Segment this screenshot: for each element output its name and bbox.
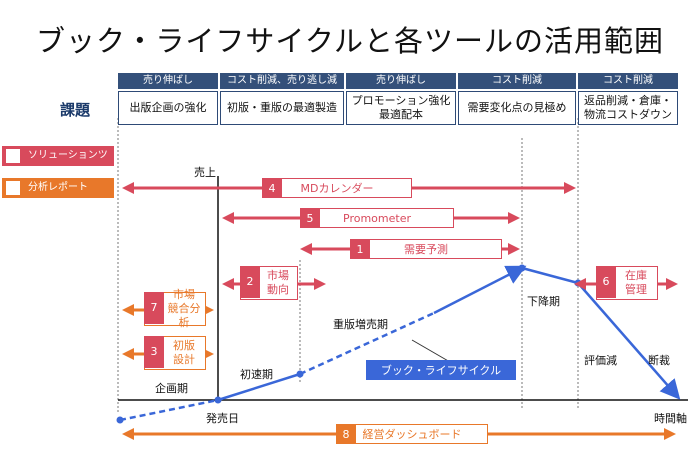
tool-demand-forecast-number: 1 bbox=[350, 239, 370, 259]
tool-demand-forecast-label: 需要予測 bbox=[404, 243, 448, 256]
issue-box-4: 需要変化点の見極め bbox=[458, 91, 576, 125]
issue-box-2: 初版・重版の最適製造 bbox=[220, 91, 344, 125]
tool-first-edition-design-number: 3 bbox=[144, 336, 164, 368]
category-header-3: 売り伸ばし bbox=[346, 73, 456, 89]
category-header-4: コスト削減 bbox=[458, 73, 576, 89]
tool-inventory-number: 6 bbox=[596, 266, 616, 298]
tool-inventory-label: 在庫 管理 bbox=[625, 269, 647, 296]
phase-evaluation: 評価減 bbox=[584, 354, 617, 367]
tool-md-calendar-label: MDカレンダー bbox=[300, 182, 374, 195]
y-axis-label: 売上 bbox=[194, 166, 216, 179]
tool-promometer: 5 Promometer bbox=[300, 208, 454, 228]
category-header-5: コスト削減 bbox=[578, 73, 678, 89]
phase-discontinue: 断裁 bbox=[648, 354, 670, 367]
tool-first-edition-design-label: 初版 設計 bbox=[173, 339, 195, 366]
phase-early: 初速期 bbox=[240, 368, 273, 381]
tool-market-trend-label: 市場 動向 bbox=[267, 269, 289, 296]
x-axis-label: 時間軸 bbox=[654, 412, 687, 425]
category-header-2: コスト削減、売り逃し減 bbox=[220, 73, 344, 89]
tool-management-dashboard: 8 経営ダッシュボード bbox=[336, 424, 488, 444]
plc-callout: ブック・ライフサイクル bbox=[366, 360, 516, 380]
legend-report-label: 分析レポート bbox=[28, 182, 88, 193]
tool-competitive-analysis-number: 7 bbox=[144, 292, 164, 324]
release-date-label: 発売日 bbox=[206, 412, 239, 425]
issue-box-1: 出版企画の強化 bbox=[118, 91, 218, 125]
issue-box-5: 返品削減・倉庫・ 物流コストダウン bbox=[578, 91, 678, 125]
plc-curve bbox=[116, 264, 681, 424]
tool-demand-forecast: 1 需要予測 bbox=[350, 239, 502, 259]
tool-management-dashboard-number: 8 bbox=[336, 424, 356, 444]
tool-management-dashboard-label: 経営ダッシュボード bbox=[362, 428, 462, 441]
issue-box-3: プロモーション強化 最適配本 bbox=[346, 91, 456, 125]
tool-competitive-analysis: 7 市場 競合分析 bbox=[144, 288, 206, 329]
legend-report-swatch bbox=[6, 181, 20, 195]
legend-solution-tool: ソリューションツール bbox=[2, 146, 114, 181]
phase-decline: 下降期 bbox=[527, 295, 560, 308]
tool-market-trend-number: 2 bbox=[240, 266, 260, 298]
tool-promometer-label: Promometer bbox=[343, 211, 411, 225]
tool-inventory: 6 在庫 管理 bbox=[596, 266, 658, 300]
issue-label: 課題 bbox=[60, 101, 91, 119]
tool-first-edition-design: 3 初版 設計 bbox=[144, 336, 206, 370]
legend-solution-swatch bbox=[6, 149, 20, 163]
legend-analysis-report: 分析レポート bbox=[2, 178, 114, 198]
tool-market-trend: 2 市場 動向 bbox=[240, 266, 298, 300]
phase-planning: 企画期 bbox=[155, 382, 188, 395]
legend-solution-label: ソリューションツール bbox=[28, 150, 108, 181]
tool-promometer-number: 5 bbox=[300, 208, 320, 228]
tool-competitive-analysis-label: 市場 競合分析 bbox=[167, 288, 201, 329]
category-header-1: 売り伸ばし bbox=[118, 73, 218, 89]
phase-reprint: 重版増売期 bbox=[333, 318, 388, 331]
page-title: ブック・ライフサイクルと各ツールの活用範囲 bbox=[36, 24, 664, 58]
tool-md-calendar-number: 4 bbox=[262, 178, 282, 198]
tool-md-calendar: 4 MDカレンダー bbox=[262, 178, 412, 198]
